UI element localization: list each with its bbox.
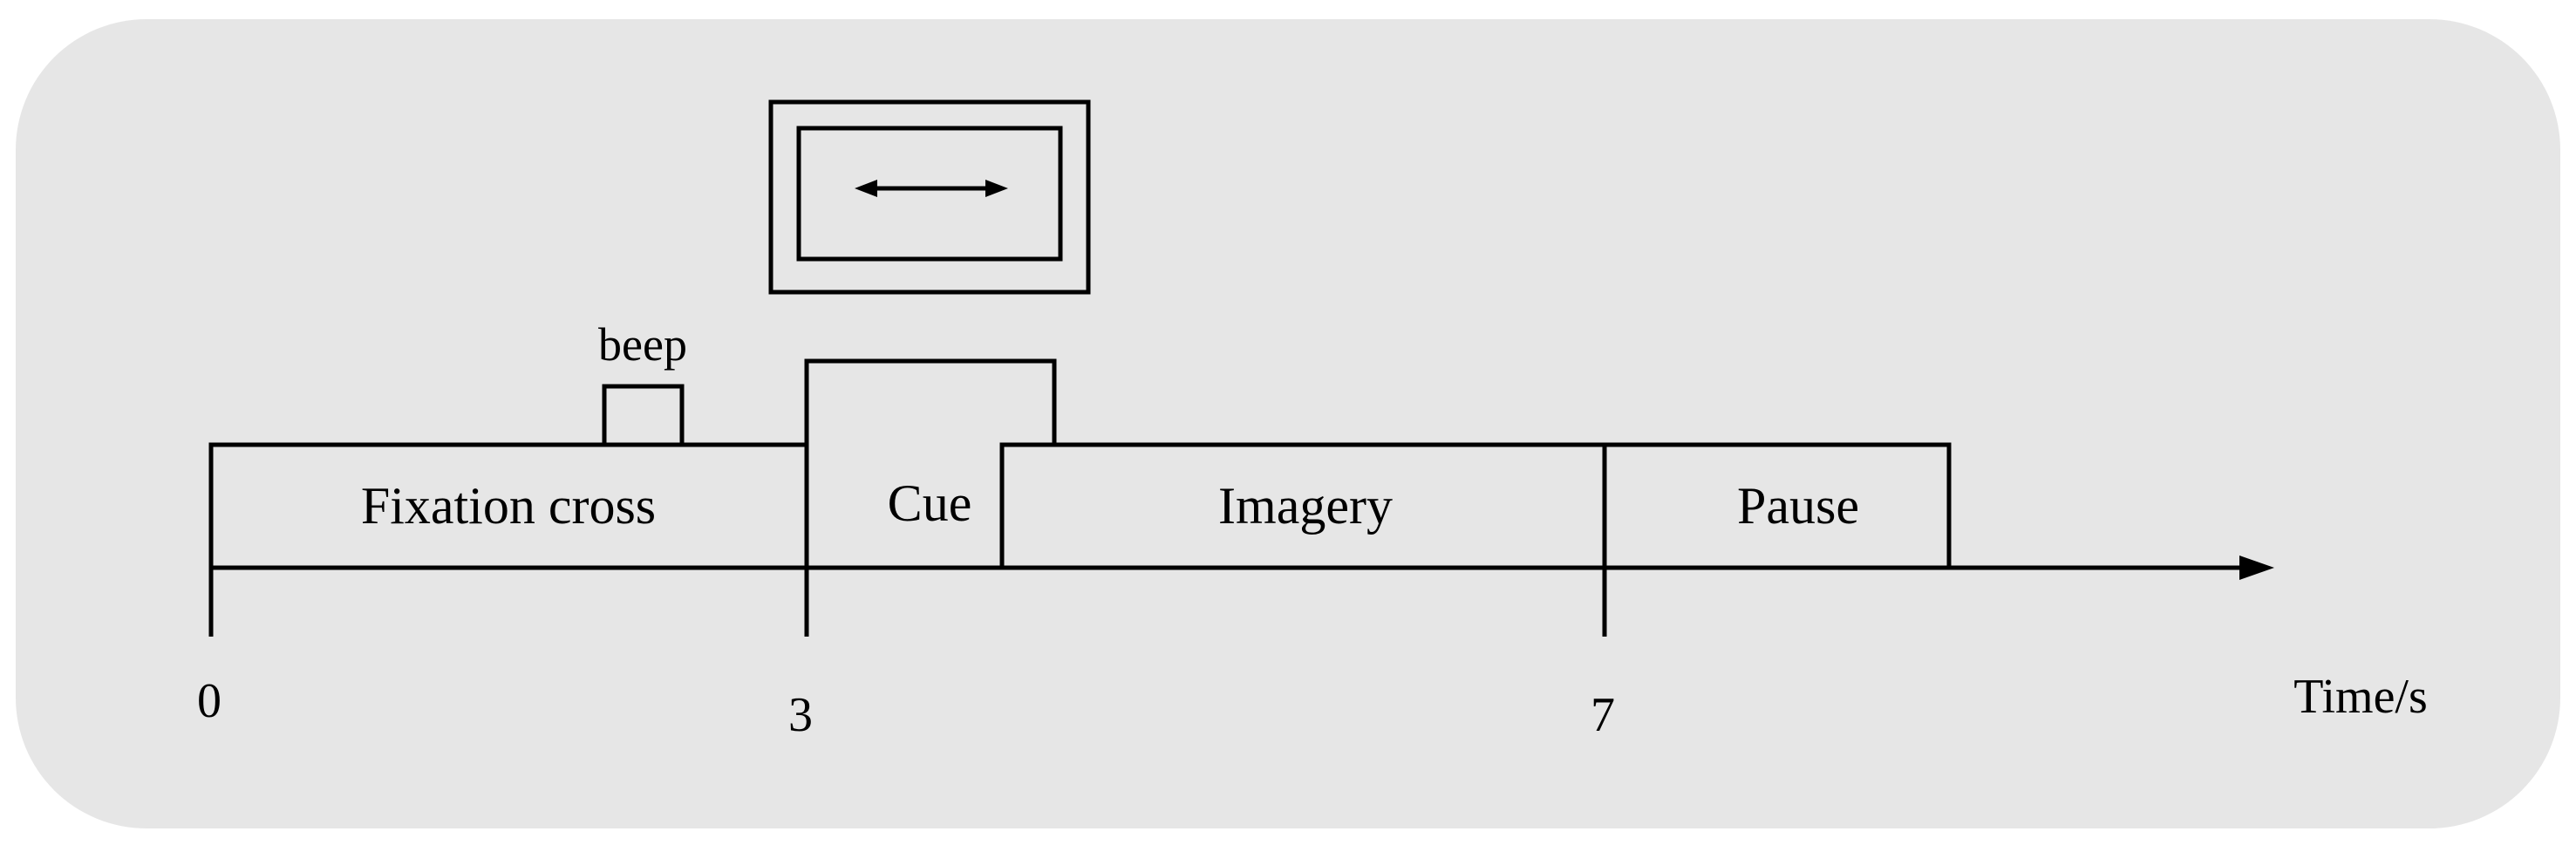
time-axis bbox=[208, 565, 2250, 637]
cue-label: Cue bbox=[888, 474, 972, 532]
cue-screen-inner-frame bbox=[796, 126, 1063, 262]
tick-label-3: 3 bbox=[788, 688, 813, 742]
tick-label-7: 7 bbox=[1591, 688, 1615, 742]
double-headed-arrow-icon bbox=[855, 180, 1008, 197]
imagery-label: Imagery bbox=[1218, 477, 1393, 535]
time-axis-arrowhead-icon bbox=[2239, 556, 2274, 580]
beep-label: beep bbox=[598, 318, 687, 371]
tick-label-0: 0 bbox=[197, 674, 221, 728]
cue-block bbox=[804, 358, 1057, 568]
pause-label: Pause bbox=[1737, 477, 1859, 535]
background-panel bbox=[16, 19, 2560, 828]
beep-block bbox=[602, 384, 685, 447]
cue-screen-outer-frame bbox=[768, 99, 1091, 295]
cue-screen-icon bbox=[768, 99, 1091, 295]
time-axis-unit-label: Time/s bbox=[2293, 670, 2428, 724]
fixation-cross-label: Fixation cross bbox=[361, 477, 656, 535]
